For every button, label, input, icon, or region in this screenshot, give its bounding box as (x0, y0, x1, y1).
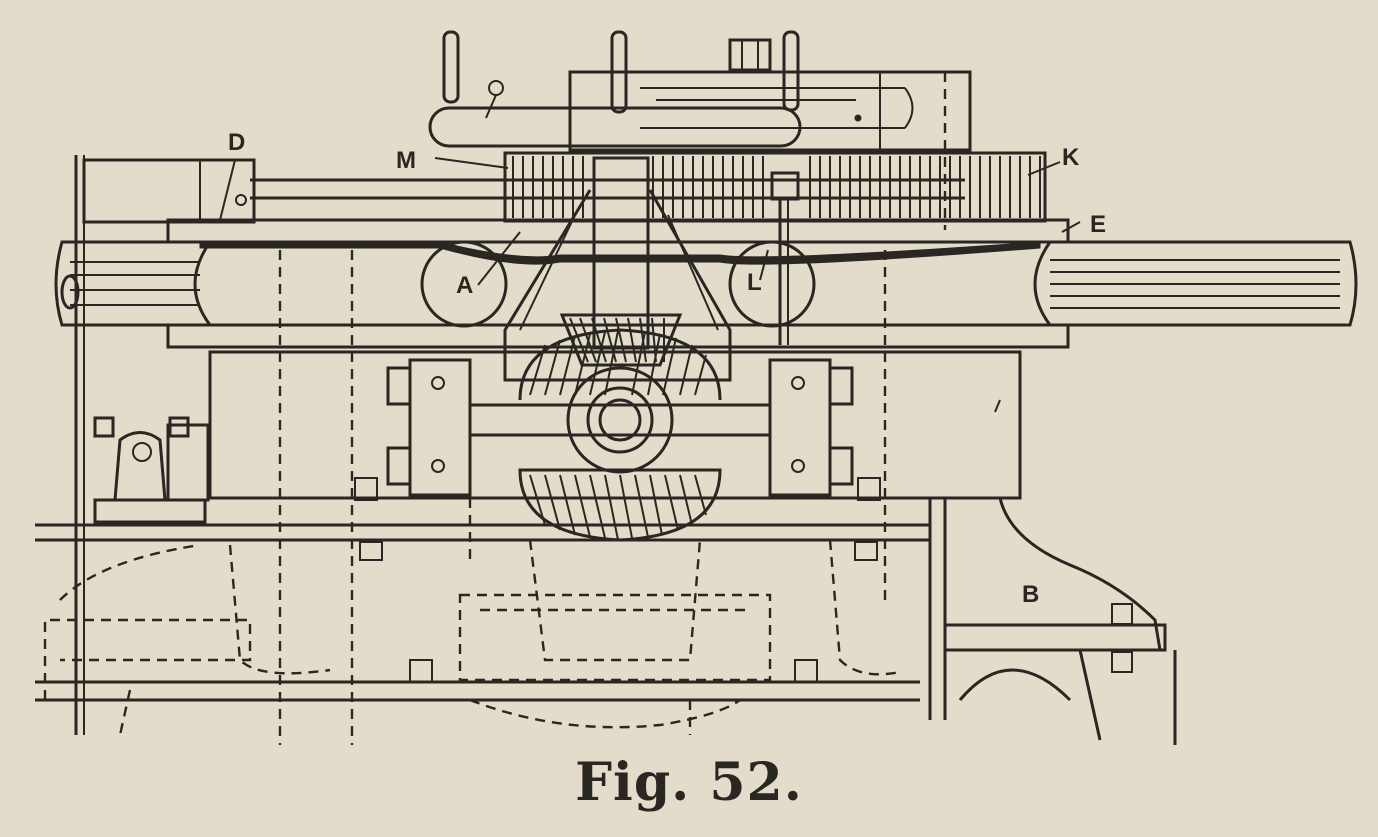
label-m: M (396, 147, 416, 174)
base-rails (35, 477, 930, 702)
bracket-b (928, 497, 1177, 745)
leader-lines (219, 157, 1081, 286)
main-housing (208, 250, 1022, 745)
label-b: B (1022, 581, 1039, 608)
labels: D M K E A L B (228, 129, 1106, 608)
figure-caption: Fig. 52. (575, 752, 803, 813)
label-k: K (1062, 144, 1080, 171)
main-shaft (54, 240, 1358, 327)
rod-d (82, 158, 965, 345)
roller-l (728, 240, 816, 328)
gear-ring-k (503, 151, 1047, 223)
label-l: L (747, 269, 762, 296)
left-bracket (93, 416, 210, 524)
spindle-housing (503, 156, 732, 382)
label-d: D (228, 129, 245, 156)
plate-e (166, 218, 1070, 265)
lever-assembly (428, 30, 972, 230)
hidden-lower-structure (43, 539, 901, 736)
left-vertical-rod (74, 155, 85, 735)
label-a: A (456, 272, 473, 299)
label-e: E (1090, 211, 1106, 238)
